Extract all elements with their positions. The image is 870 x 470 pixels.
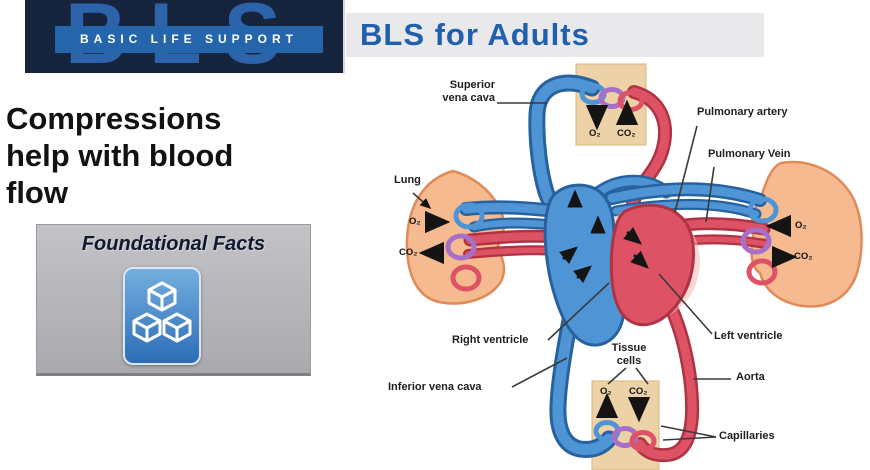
label-left-ventricle: Left ventricle: [714, 330, 783, 342]
label-co2-right-lung: CO₂: [794, 251, 813, 262]
headline-line: help with blood: [6, 138, 234, 173]
heart-left-side: [609, 203, 695, 327]
label-line: Tissue: [611, 342, 647, 354]
basic-life-support-label: BASIC LIFE SUPPORT: [79, 32, 298, 46]
flow-arrows: [559, 189, 649, 284]
headline: Compressions help with blood flow: [6, 100, 346, 211]
bls-logo-banner: BLS BASIC LIFE SUPPORT: [25, 0, 345, 73]
basic-life-support-strip: BASIC LIFE SUPPORT: [55, 26, 323, 53]
label-pulmonary-vein: Pulmonary Vein: [708, 148, 791, 160]
label-capillaries: Capillaries: [719, 430, 775, 442]
leader-lines: [412, 102, 731, 441]
label-o2-top: O₂: [589, 128, 601, 139]
cubes-icon: [123, 267, 201, 365]
capillary-bed-left-lung: [445, 202, 485, 292]
label-inferior-vena-cava: Inferior vena cava: [388, 381, 482, 393]
label-pulmonary-artery: Pulmonary artery: [697, 106, 788, 118]
label-right-ventricle: Right ventricle: [452, 334, 529, 346]
label-line: cells: [616, 355, 642, 367]
capillary-bed-bottom: [593, 420, 657, 452]
label-co2-top: CO₂: [617, 128, 636, 139]
label-o2-left-lung: O₂: [409, 216, 421, 227]
headline-line: flow: [6, 175, 68, 210]
label-co2-left-lung: CO₂: [399, 247, 418, 258]
label-o2-bottom: O₂: [600, 386, 612, 397]
label-superior-vena-cava: Superior vena cava: [423, 79, 495, 105]
foundational-facts-title: Foundational Facts: [81, 233, 266, 255]
right-lung: [750, 160, 863, 308]
foundational-facts-box: Foundational Facts: [36, 224, 311, 376]
gas-exchange-arrows: [418, 99, 798, 423]
label-line: Superior: [449, 79, 495, 91]
title-bar: BLS for Adults: [346, 13, 764, 57]
headline-line: Compressions: [6, 101, 222, 136]
label-line: vena cava: [442, 92, 495, 104]
label-co2-bottom: CO₂: [629, 386, 648, 397]
inferior-vena-cava-vessel: [549, 301, 618, 458]
page-title: BLS for Adults: [360, 17, 590, 52]
label-tissue-cells: Tissue cells: [604, 342, 654, 368]
label-o2-right-lung: O₂: [795, 220, 807, 231]
label-aorta: Aorta: [736, 371, 765, 383]
label-lung: Lung: [394, 174, 421, 186]
capillary-bed-right-lung: [740, 196, 779, 286]
